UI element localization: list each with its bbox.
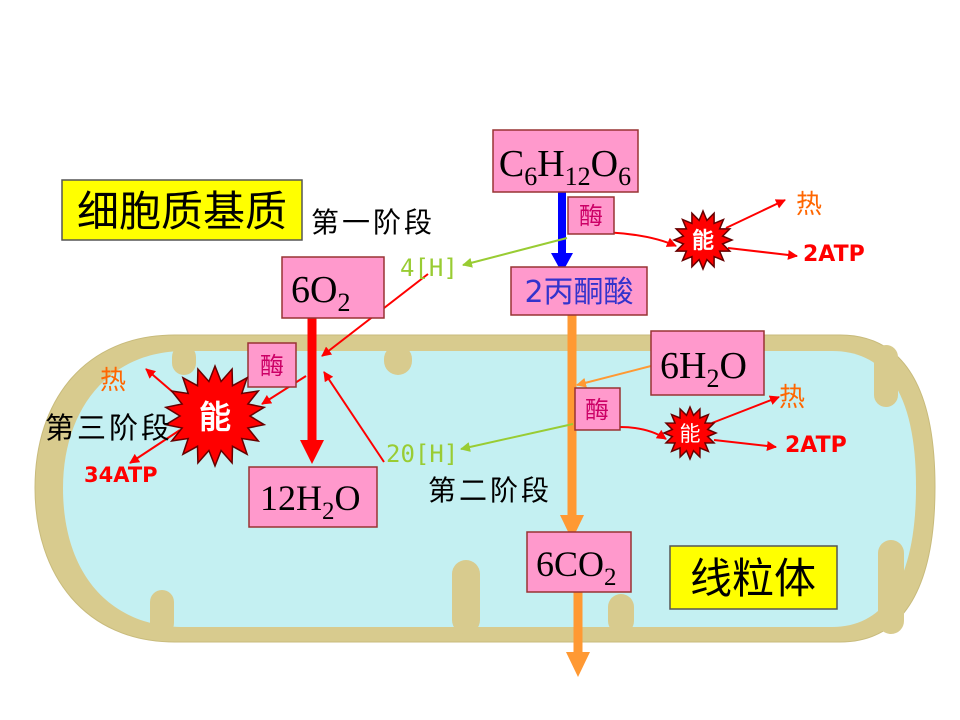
water-out-formula-sub: 2: [322, 498, 335, 525]
glucose-formula: C6H12O6: [499, 143, 631, 191]
stage2-enzyme-to-energy-arrow: [619, 426, 667, 440]
water-in-formula-tail: O: [719, 345, 746, 387]
stage1-hydrogen-label: 4[H]: [400, 254, 458, 282]
stage1-energy-to-heat-arrow: [725, 199, 786, 229]
oxygen-formula-main: 6O: [291, 269, 337, 311]
pyruvate-node: 2丙酮酸: [510, 266, 648, 316]
oxygen-box: [281, 256, 385, 319]
stage1-hydrogen-arrow: [462, 237, 568, 268]
stage1-energy-burst-icon: [672, 209, 734, 271]
crista: [608, 594, 634, 634]
water-in-node: 6H2O: [650, 330, 765, 396]
stage1-energy: 能: [672, 209, 734, 271]
cytoplasm-label: 细胞质基质: [61, 179, 303, 241]
stage2-energy-to-atp-arrow: [713, 439, 777, 451]
oxygen-to-water-arrow-head: [300, 440, 324, 464]
stage3-energy: 能: [163, 363, 267, 469]
water-in-formula-sub: 2: [706, 364, 719, 393]
stage2-hydrogen-to-oxygen-arrow: [323, 371, 385, 463]
cytoplasm-label-text: 细胞质基质: [77, 187, 287, 236]
water-out-formula-tail: O: [335, 478, 361, 518]
stage3-enzyme-label: 酶: [260, 352, 284, 380]
stage3-heat-label: 热: [100, 366, 126, 396]
water-in-box: [650, 330, 765, 396]
water-in-arrow: [576, 365, 652, 388]
water-out-box: [248, 466, 378, 528]
oxygen-formula-sub: 2: [337, 288, 350, 317]
carbon-dioxide-node: 6CO2: [526, 531, 632, 593]
crista: [172, 345, 196, 375]
oxygen-formula: 6O2: [291, 269, 350, 317]
oxygen-to-water-arrow: [300, 318, 324, 464]
glycolysis-arrow: [551, 192, 573, 273]
crista: [452, 560, 480, 634]
glucose-oxygen: O: [591, 143, 618, 185]
pyruvate-box: [510, 266, 648, 316]
glucose-carbon: C: [499, 143, 524, 185]
stage2-enzyme-box: [574, 387, 621, 431]
stage1-energy-label: 能: [692, 228, 714, 254]
stage2-enzyme: 酶: [574, 387, 621, 431]
stage2-energy-to-heat-arrow: [711, 395, 780, 424]
pyruvate-to-co2-arrow: [560, 315, 584, 540]
glycolysis-arrow-head: [551, 253, 573, 273]
stage1-label: 第一阶段: [311, 206, 435, 239]
stage1-energy-to-atp-arrow: [727, 247, 798, 260]
stage3-energy-to-atp-arrow: [129, 429, 181, 464]
glucose-hydrogen-count: 12: [565, 162, 591, 191]
stage3-label: 第三阶段: [45, 411, 173, 445]
water-out-formula: 12H2O: [260, 478, 361, 525]
stage3-enzyme-to-energy-arrow: [261, 375, 307, 405]
stage2-energy: 能: [662, 405, 718, 461]
mitochondrion-label-box: [669, 545, 838, 610]
carbon-dioxide-formula-sub: 2: [604, 564, 617, 591]
mitochondrion-label: 线粒体: [669, 545, 838, 610]
water-in-formula-main: 6H: [660, 345, 706, 387]
stage1-enzyme-box: [567, 196, 615, 235]
cytoplasm-label-box: [61, 179, 303, 241]
carbon-dioxide-formula-main: 6CO: [536, 544, 604, 584]
carbon-dioxide-formula: 6CO2: [536, 544, 617, 591]
stage2-enzyme-label: 酶: [585, 396, 609, 424]
water-out-node: 12H2O: [248, 466, 378, 528]
carbon-dioxide-box: [526, 531, 632, 593]
glucose-carbon-count: 6: [524, 162, 537, 191]
crista: [384, 345, 412, 375]
stage3-energy-label: 能: [199, 398, 231, 436]
stage2-label: 第二阶段: [428, 474, 552, 507]
stage3-enzyme: 酶: [247, 342, 297, 388]
stage2-hydrogen-arrow: [460, 423, 574, 452]
glucose-oxygen-count: 6: [618, 162, 631, 191]
water-out-formula-main: 12H: [260, 478, 322, 518]
stage3-enzyme-box: [247, 342, 297, 388]
crista: [150, 590, 174, 635]
stage1-heat-label: 热: [796, 190, 822, 220]
stage2-hydrogen-label: 20[H]: [386, 440, 458, 468]
stage1-enzyme-label: 酶: [579, 202, 603, 230]
stage2-atp-label: 2ATP: [785, 433, 847, 458]
oxygen-node: 6O2: [281, 256, 385, 319]
stage3-atp-label: 34ATP: [84, 463, 158, 487]
pyruvate-to-co2-arrow-head: [560, 515, 584, 540]
co2-release-arrow: [566, 592, 590, 677]
stage2-energy-label: 能: [680, 422, 701, 446]
stage3-energy-burst-icon: [163, 363, 267, 469]
water-in-formula: 6H2O: [660, 345, 747, 393]
pyruvate-label: 2丙酮酸: [524, 275, 633, 310]
co2-release-arrow-head: [566, 652, 590, 677]
glucose-hydrogen: H: [537, 143, 564, 185]
stage2-energy-burst-icon: [662, 405, 718, 461]
glucose-node: C6H12O6: [492, 129, 639, 193]
stage2-heat-label: 热: [779, 383, 805, 413]
stage1-atp-label: 2ATP: [803, 242, 865, 267]
stage1-enzyme: 酶: [567, 196, 615, 235]
mitochondrion-label-text: 线粒体: [690, 554, 816, 603]
glucose-box: [492, 129, 639, 193]
crista: [878, 540, 904, 634]
crista: [874, 345, 898, 407]
